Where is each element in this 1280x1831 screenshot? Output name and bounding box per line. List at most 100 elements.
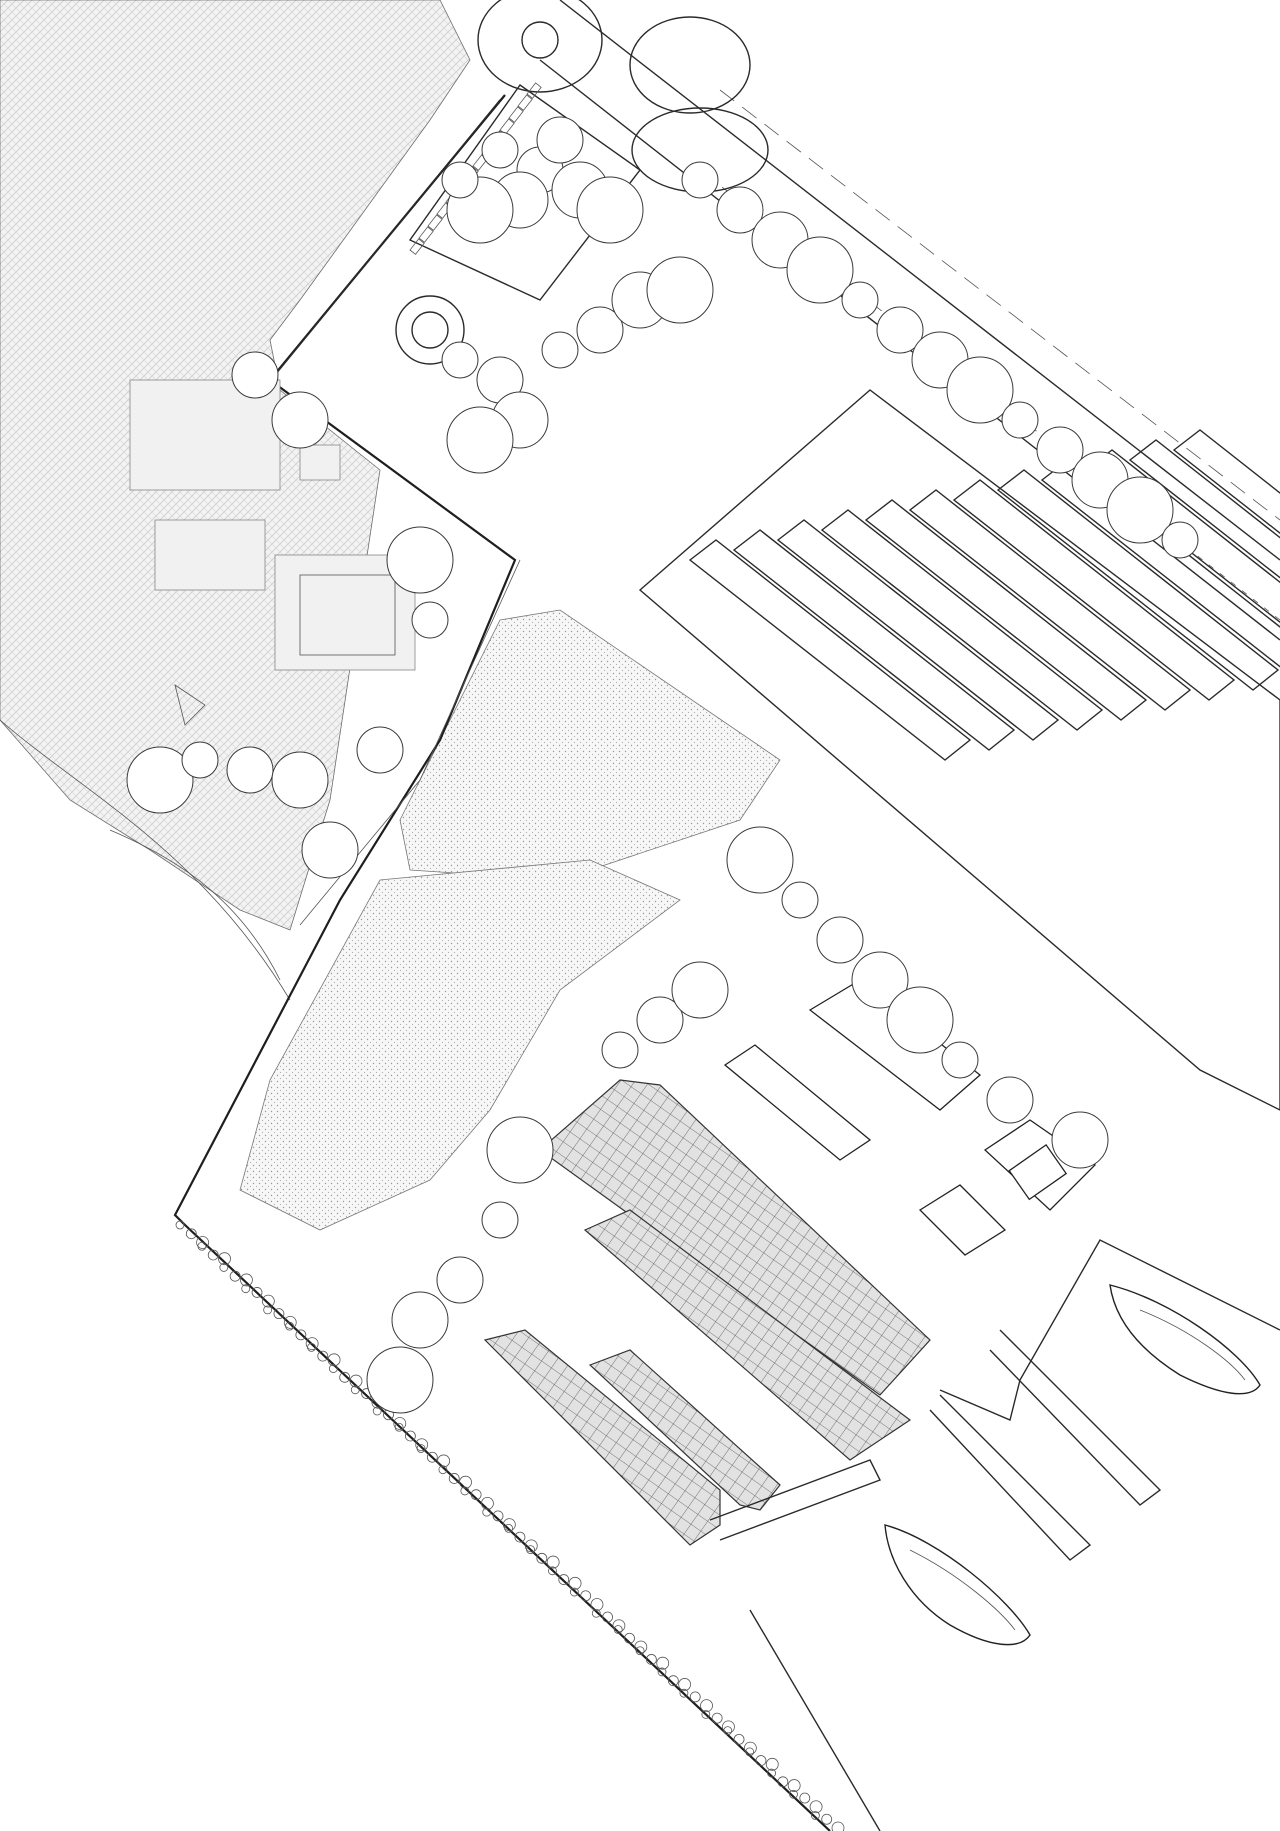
shoreline-rock	[667, 1675, 679, 1687]
tree-icon	[671, 961, 729, 1019]
shoreline-rock	[219, 1263, 229, 1272]
shoreline-rock	[437, 1454, 451, 1468]
shoreline-rock	[196, 1236, 210, 1249]
shoreline-rock	[568, 1576, 582, 1590]
tree-icon	[356, 726, 404, 774]
shoreline-rock	[514, 1531, 526, 1543]
shoreline-rock	[536, 1552, 548, 1564]
parking-row	[732, 529, 1016, 751]
tree-icon	[541, 331, 579, 369]
parking-row	[688, 539, 972, 761]
tree-icon	[301, 821, 359, 879]
tree-icon	[786, 236, 854, 304]
tree-icon	[231, 351, 279, 399]
shoreline-rock	[459, 1475, 472, 1489]
tree-icon	[576, 306, 624, 354]
shoreline-rock	[426, 1451, 438, 1463]
tree-icon	[841, 281, 879, 319]
shoreline-rock	[755, 1755, 767, 1766]
shoreline-rock	[745, 1747, 755, 1757]
shoreline-rock	[307, 1342, 316, 1352]
shoreline-rock	[524, 1539, 538, 1553]
shoreline-rock	[207, 1249, 219, 1261]
shoreline-rock	[317, 1350, 329, 1362]
shoreline-rock	[612, 1619, 626, 1633]
tree-icon	[126, 746, 194, 814]
stippled-meadow	[239, 609, 781, 1231]
parking-row	[908, 489, 1192, 711]
tree-icon	[271, 391, 329, 449]
tree-icon	[941, 1041, 979, 1079]
shoreline-rock	[448, 1473, 460, 1484]
parking-bay	[508, 106, 524, 123]
shoreline-rock	[809, 1800, 823, 1814]
hatched-field	[0, 0, 471, 1001]
shoreline-rock	[634, 1640, 648, 1654]
tree-icon	[181, 741, 219, 779]
shoreline-rock	[602, 1611, 613, 1623]
tree-icon	[386, 526, 454, 594]
shoreline-rock	[831, 1821, 845, 1831]
tree-icon	[716, 186, 764, 234]
shoreline-rock	[679, 1688, 689, 1698]
shoreline-rock	[657, 1667, 667, 1677]
tree-icon	[886, 986, 954, 1054]
tree-icon	[646, 256, 714, 324]
tree-icon	[601, 1031, 639, 1069]
shoreline-rock	[787, 1779, 801, 1792]
shoreline-rock	[416, 1444, 426, 1453]
shoreline-rocks	[175, 1220, 845, 1831]
shoreline-rock	[646, 1654, 657, 1665]
shoreline-rock	[218, 1252, 231, 1266]
shoreline-rock	[548, 1566, 557, 1576]
shoreline-rock	[305, 1337, 319, 1351]
shoreline-rock	[295, 1329, 307, 1341]
shoreline-rock	[393, 1417, 407, 1430]
parking-row	[996, 469, 1280, 691]
tree-icon	[681, 161, 719, 199]
harbor-piers	[709, 1239, 1280, 1831]
shoreline-rock	[438, 1465, 448, 1475]
shoreline-rock	[263, 1305, 273, 1315]
shoreline-rock	[624, 1632, 635, 1644]
shoreline-rock	[229, 1270, 241, 1282]
shoreline-rock	[492, 1510, 504, 1522]
tree-icon	[226, 746, 274, 794]
tree-icon	[441, 341, 479, 379]
shoreline-rock	[504, 1523, 514, 1533]
shoreline-rock	[185, 1228, 197, 1240]
shoreline-rock	[799, 1792, 811, 1804]
tree-icon	[536, 116, 584, 164]
shoreline-rock	[327, 1353, 341, 1367]
shoreline-rock	[711, 1712, 723, 1724]
shoreline-rock	[470, 1489, 482, 1501]
shoreline-rock	[613, 1625, 623, 1634]
parking-bay	[409, 238, 425, 255]
shoreline-rock	[526, 1545, 535, 1554]
parking-bay	[517, 94, 533, 111]
shoreline-rock	[722, 1720, 735, 1734]
shoreline-rock	[765, 1757, 779, 1771]
shoreline-rock	[197, 1241, 207, 1251]
tree-icon	[726, 826, 794, 894]
tree-icon	[946, 356, 1014, 424]
shoreline-rock	[558, 1574, 570, 1585]
shoreline-rock	[733, 1733, 745, 1745]
shoreline-rock	[635, 1646, 645, 1656]
shoreline-rock	[700, 1699, 713, 1713]
tree-icon	[986, 1076, 1034, 1124]
shoreline-rock	[481, 1497, 494, 1510]
tree-icon	[126, 116, 1199, 1414]
tree-icon	[781, 881, 819, 919]
shoreline-rock	[502, 1518, 516, 1532]
parking-row	[776, 519, 1060, 741]
shoreline-rock	[285, 1321, 294, 1331]
shoreline-rock	[350, 1385, 360, 1395]
tree-icon	[271, 751, 329, 809]
shoreline-rock	[821, 1813, 833, 1825]
tree-icon	[481, 131, 519, 169]
shoreline-rock	[405, 1430, 416, 1442]
shoreline-rock	[689, 1691, 701, 1703]
tree-icon	[486, 1116, 554, 1184]
